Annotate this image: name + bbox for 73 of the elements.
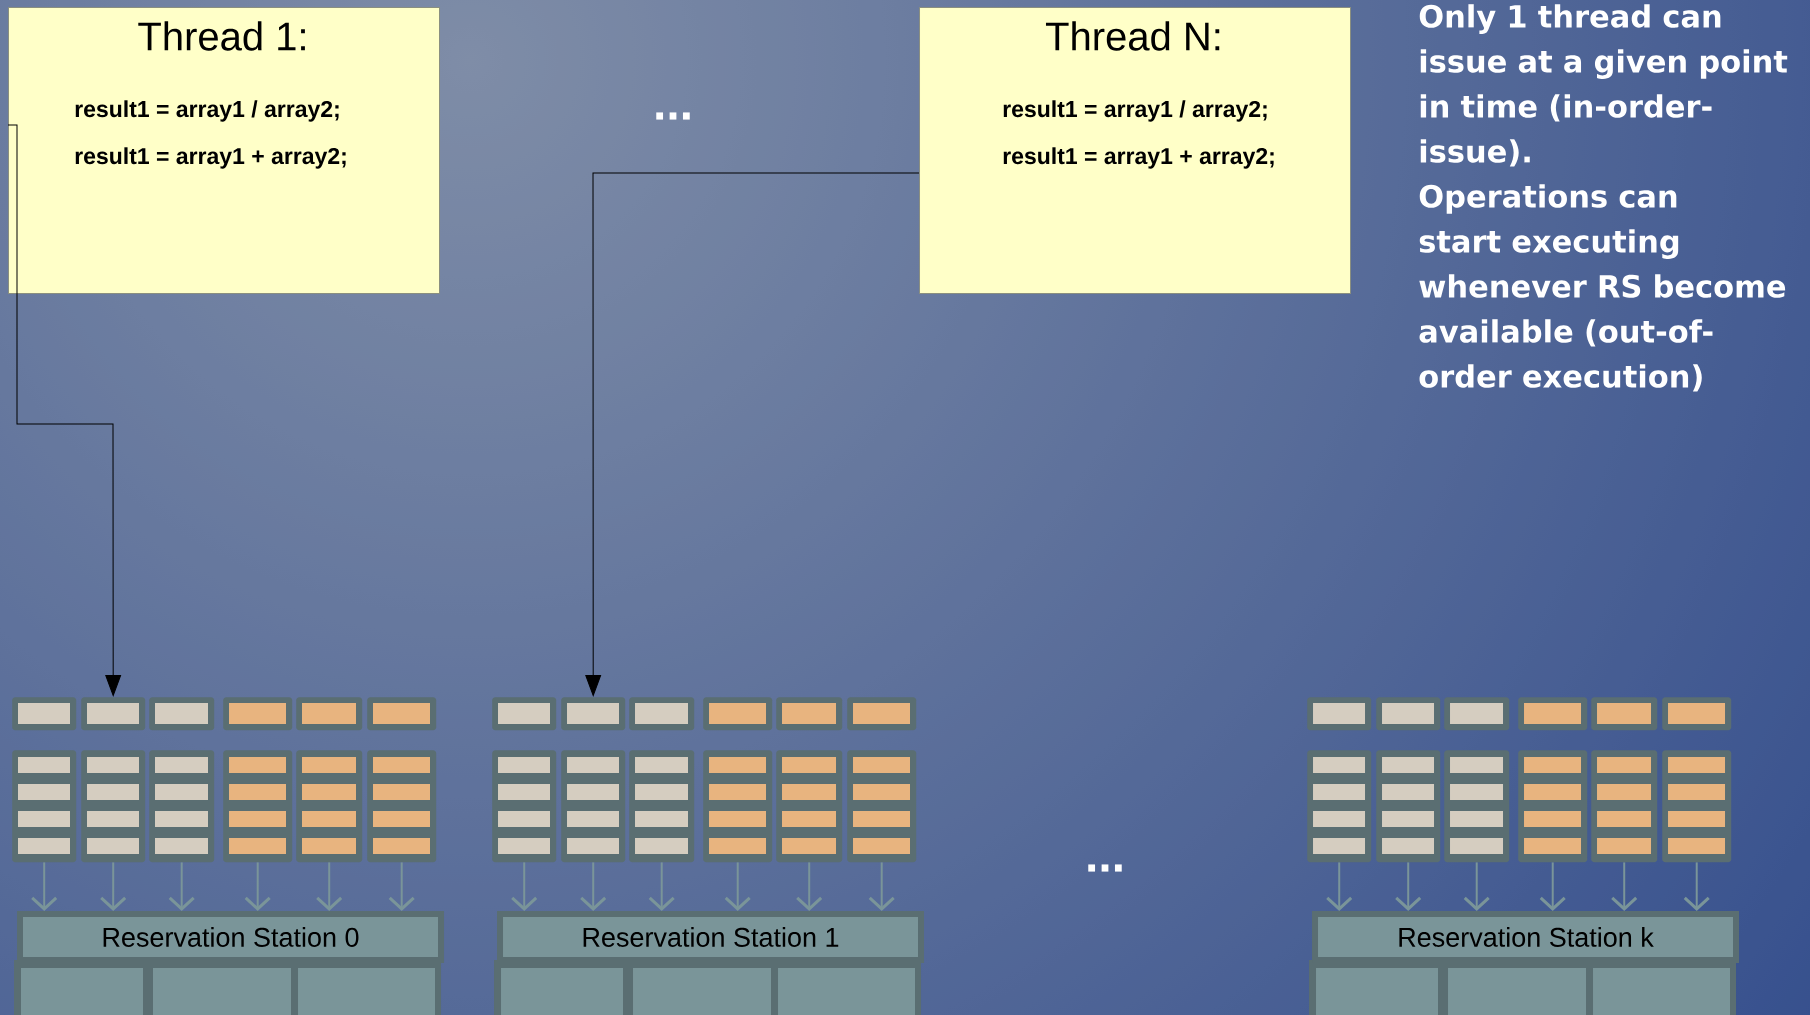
queue-column <box>847 750 917 863</box>
queue-slot <box>12 697 77 731</box>
arrow <box>1611 861 1638 911</box>
arrow <box>31 861 58 911</box>
node-label: Reservation Station 0 <box>103 927 359 947</box>
arrow <box>1683 861 1710 911</box>
queue-column <box>1376 750 1441 863</box>
queue-slot <box>703 697 773 731</box>
queue-slot <box>223 697 293 731</box>
queue-slot <box>1591 697 1658 731</box>
queue-slot <box>492 697 557 731</box>
arrow <box>868 861 895 911</box>
arrow <box>724 861 751 911</box>
queue-slot <box>1444 697 1510 731</box>
code-line: result1 = array1 + array2; <box>75 147 346 169</box>
station-box: Reservation Station k <box>1309 911 1739 1015</box>
code-line: result1 = array1 + array2; <box>1003 147 1274 169</box>
arrow <box>100 861 127 911</box>
arrow <box>580 861 607 911</box>
queue-slot <box>847 697 917 731</box>
note-text: Only 1 thread can issue at a given point in time (in-order-issue). <box>1419 4 1788 167</box>
arrow <box>388 861 415 911</box>
arrow <box>796 861 823 911</box>
queue-column <box>1662 750 1732 863</box>
station-box: Reservation Station 1 <box>494 911 924 1015</box>
arrow <box>168 861 195 911</box>
queue-slot <box>1307 697 1372 731</box>
ellipsis: ... <box>656 112 690 120</box>
code-line: result1 = array1 / array2; <box>75 100 339 122</box>
code-line: result1 = array1 / array2; <box>1003 100 1267 122</box>
queue-slot <box>296 697 363 731</box>
queue-column <box>367 750 437 863</box>
code-box <box>919 7 1351 294</box>
queue-column <box>1307 750 1372 863</box>
queue-column <box>629 750 695 863</box>
arrow <box>585 675 602 697</box>
queue-column <box>776 750 843 863</box>
queue-slot <box>1518 697 1588 731</box>
queue-slot <box>1376 697 1441 731</box>
arrow <box>648 861 675 911</box>
queue-column <box>296 750 363 863</box>
queue-column <box>1518 750 1588 863</box>
note-text: Operations can start executing whenever RS become available (out-of-order execution) <box>1419 184 1786 392</box>
queue-column <box>703 750 773 863</box>
queue-slot <box>629 697 695 731</box>
queue-column <box>561 750 626 863</box>
arrow <box>1463 861 1490 911</box>
ellipsis: ... <box>1088 864 1122 872</box>
queue-column <box>1444 750 1510 863</box>
queue-slot <box>149 697 215 731</box>
arrow <box>105 675 122 697</box>
arrow <box>244 861 271 911</box>
node-label: Reservation Station k <box>1399 927 1654 947</box>
arrow <box>316 861 343 911</box>
queue-slot <box>81 697 146 731</box>
queue-slot <box>776 697 843 731</box>
queue-slot <box>561 697 626 731</box>
queue-slot <box>367 697 437 731</box>
arrow <box>511 861 538 911</box>
queue-column <box>492 750 557 863</box>
code-box <box>8 7 440 294</box>
queue-column <box>223 750 293 863</box>
queue-column <box>81 750 146 863</box>
station-box: Reservation Station 0 <box>14 911 444 1015</box>
arrow <box>1326 861 1353 911</box>
thread-title: Thread 1: <box>138 21 305 51</box>
thread-title: Thread N: <box>1046 21 1220 51</box>
node-label: Reservation Station 1 <box>583 927 839 947</box>
arrow <box>1539 861 1566 911</box>
queue-column <box>1591 750 1658 863</box>
queue-column <box>12 750 77 863</box>
queue-slot <box>1662 697 1732 731</box>
queue-column <box>149 750 215 863</box>
